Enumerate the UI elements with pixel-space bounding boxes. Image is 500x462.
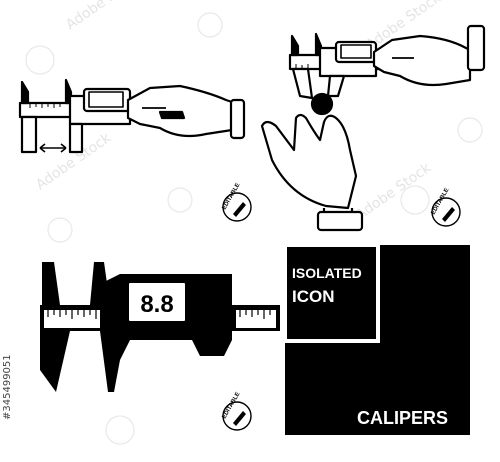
editable-badge: EDITABLE [222, 391, 252, 431]
asset-id: #345499051 [2, 354, 13, 420]
tile-label-icon: ICON [292, 287, 335, 306]
caliper-display-reading: 8.8 [140, 291, 173, 318]
tile-label-isolated: ISOLATED [292, 265, 362, 281]
watermark-brand: Adobe Stock [353, 159, 435, 223]
editable-badge: EDITABLE [431, 187, 461, 227]
pencil-icon [442, 207, 455, 222]
tile-label-calipers: CALIPERS [357, 408, 448, 428]
pencil-icon [233, 411, 246, 426]
isolated-icon-tile: ISOLATED ICON CALIPERS [285, 245, 470, 435]
caliper-hand-ball-icon [260, 24, 486, 232]
caliper-display [127, 281, 187, 323]
pencil-icon [233, 202, 246, 217]
watermark-brand: Adobe Stock [63, 0, 145, 33]
caliper-hand-outline-icon [18, 78, 246, 154]
editable-badge: EDITABLE [222, 182, 252, 222]
digital-caliper-icon: 8.8 [40, 262, 280, 392]
